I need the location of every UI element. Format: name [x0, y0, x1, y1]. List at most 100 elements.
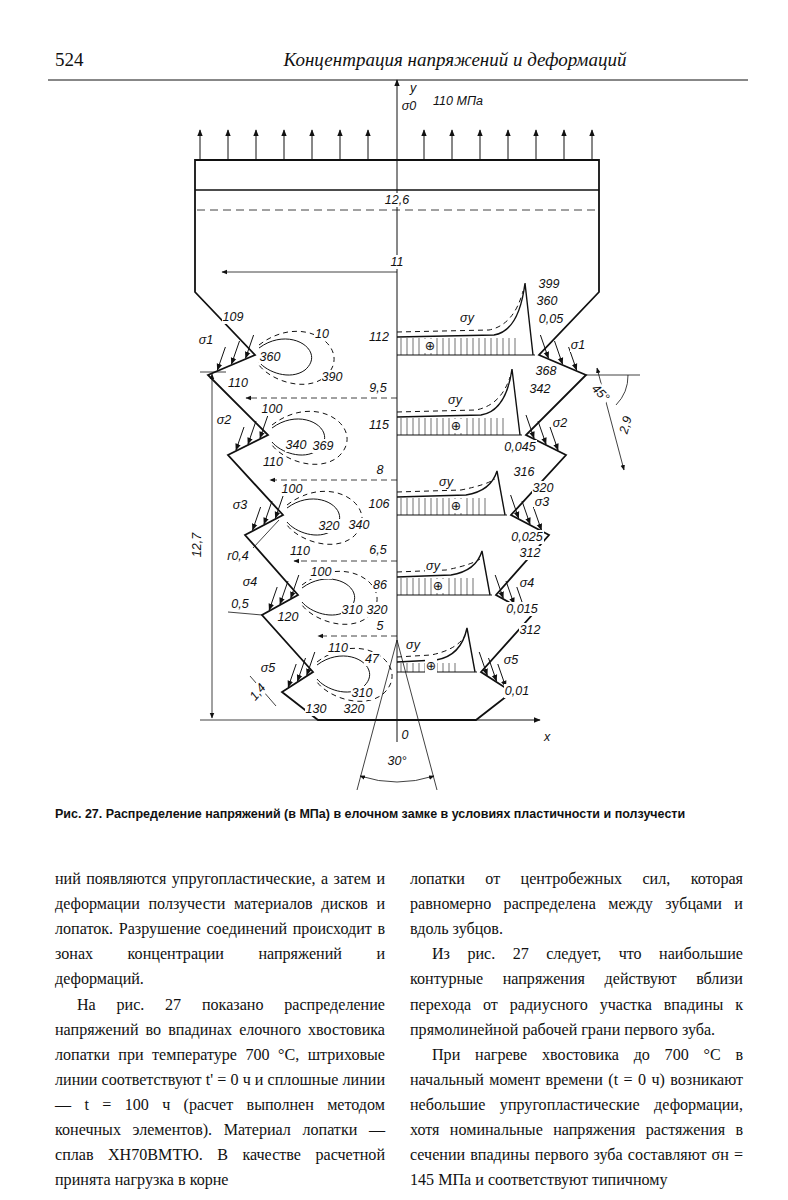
figure-label: 112 — [368, 330, 390, 344]
figure-label: σy — [447, 393, 463, 407]
figure-label: σy — [425, 559, 441, 573]
figure-label: σy — [405, 638, 421, 652]
load-arrow — [489, 658, 497, 681]
load-arrow — [508, 130, 509, 160]
figure-label: 110 МПа — [432, 94, 484, 108]
figure-label: 8 — [376, 463, 385, 477]
figure-label: 0,025 — [510, 530, 543, 544]
figure-label: 30° — [387, 754, 408, 768]
figure-label: σ1 — [198, 333, 215, 347]
hatch-line — [407, 498, 408, 515]
figure-label: y — [409, 81, 417, 95]
figure-label: ⊕ — [425, 659, 437, 673]
hatch-line — [455, 578, 456, 595]
load-arrow — [288, 664, 296, 687]
dimension-line — [197, 210, 597, 211]
load-arrow — [284, 130, 285, 160]
leader-line — [253, 520, 279, 548]
hatch-line — [479, 338, 480, 355]
x-axis — [476, 720, 540, 721]
figure-label: 100 — [310, 565, 333, 579]
stress-curve-dashed — [397, 559, 480, 572]
stress-curve — [397, 369, 520, 435]
hatch-line — [401, 498, 402, 515]
load-arrow — [368, 130, 369, 160]
figure-label: σy — [438, 475, 454, 489]
figure-label: 10 — [314, 327, 330, 341]
hatch-line — [473, 578, 474, 595]
hatch-line — [413, 338, 414, 355]
figure-label: r0,4 — [226, 549, 250, 563]
hatch-line — [431, 498, 432, 515]
figure-label: 320 — [343, 702, 366, 716]
hatch-line — [407, 578, 408, 595]
hatch-line — [413, 498, 414, 515]
hatch-line — [485, 498, 486, 515]
load-arrow — [550, 427, 558, 450]
body-paragraph: На рис. 27 показано распределение напряж… — [55, 992, 385, 1193]
figure-label: x — [543, 730, 551, 744]
hatch-line — [491, 418, 492, 435]
hatch-line — [473, 418, 474, 435]
body-paragraph: При нагреве хвостовика до 700 °С в начал… — [410, 1042, 743, 1193]
dimension-line — [318, 636, 397, 637]
hatch-line — [443, 418, 444, 435]
figure-label: 9,5 — [368, 381, 387, 395]
hatch-line — [443, 338, 444, 355]
hatch-line — [461, 578, 462, 595]
hatch-line — [491, 338, 492, 355]
figure-label: σ2 — [216, 413, 233, 427]
load-arrow — [232, 341, 240, 364]
hatch-line — [419, 578, 420, 595]
figure-label: 47 — [364, 652, 380, 666]
body-paragraph: ний появляются упругопластические, а зат… — [55, 866, 385, 992]
hatch-line — [407, 418, 408, 435]
load-arrow — [592, 130, 593, 160]
figure-label: 12,6 — [384, 193, 410, 207]
load-arrow — [264, 501, 272, 524]
figure-label: 120 — [277, 610, 300, 624]
load-arrow — [228, 130, 229, 160]
load-arrow — [511, 495, 519, 518]
load-arrow — [479, 652, 487, 675]
figure-label: 110 — [289, 544, 311, 558]
stress-curve — [397, 628, 475, 672]
figure-label: 312 — [519, 623, 542, 637]
figure-label: σ0 — [401, 99, 418, 113]
running-title: Концентрация напряжений и деформаций — [284, 49, 627, 71]
figure-label: 0,01 — [504, 684, 530, 698]
load-arrow — [248, 421, 256, 444]
hatch-line — [509, 338, 510, 355]
stress-baseline — [397, 595, 492, 596]
figure-label: 340 — [285, 438, 308, 452]
hatch-line — [413, 663, 414, 672]
figure-label: 86 — [372, 578, 388, 592]
load-arrow — [564, 130, 565, 160]
stress-contour — [259, 339, 312, 375]
figure-label: σ2 — [552, 416, 569, 430]
dimension-line — [294, 561, 397, 562]
figure-label: 312 — [519, 546, 542, 560]
hatch-line — [449, 578, 450, 595]
figure-label: σ3 — [232, 498, 249, 512]
hatch-line — [437, 338, 438, 355]
figure-label: 368 — [535, 364, 558, 378]
load-arrow — [298, 658, 306, 681]
load-arrow — [495, 575, 503, 598]
load-arrow — [246, 335, 254, 358]
hatch-line — [437, 498, 438, 515]
load-arrow — [307, 652, 315, 675]
figure-label: σ3 — [534, 495, 551, 509]
figure-label: 0,5 — [230, 597, 249, 611]
hatch-line — [485, 418, 486, 435]
figure-label: 100 — [281, 482, 304, 496]
load-arrow — [200, 130, 201, 160]
load-arrow — [236, 427, 244, 450]
figure-label: 340 — [348, 518, 371, 532]
dimension-line — [212, 374, 213, 718]
figure-label: ⊕ — [432, 579, 444, 593]
load-arrow — [540, 335, 548, 358]
